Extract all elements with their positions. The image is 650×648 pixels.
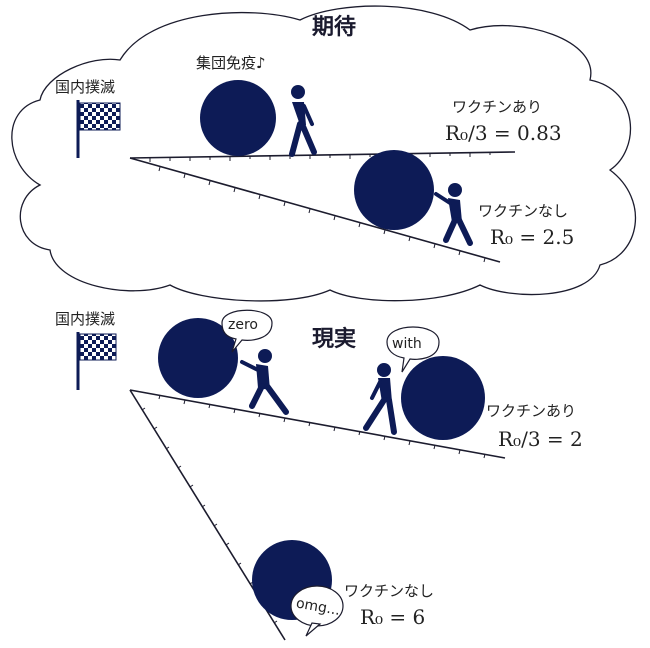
reality-with-vaccine-equation: R₀/3 = 2 [498,427,583,451]
pushing-person-icon [434,183,473,246]
ball-zero [158,318,238,398]
bubble-omg-text: omg... [295,595,342,618]
speech-bubble-zero: zero [221,309,273,353]
pushing-person-icon [240,349,289,415]
ball-with [401,356,485,440]
reality-without-vaccine-equation: R₀ = 6 [360,605,425,629]
ball-without-vaccine [354,150,434,230]
ball-with-vaccine [200,80,276,156]
walking-person-icon [363,363,397,435]
checkered-flag-icon [76,100,121,158]
reality-slope-with-vaccine [129,389,506,459]
expectation-title: 期待 [312,14,356,40]
without-vaccine-equation: R₀ = 2.5 [490,225,574,249]
checkered-flag-icon [76,332,117,390]
with-vaccine-equation: R₀/3 = 0.83 [445,121,562,145]
slope-without-vaccine [129,157,501,263]
reality-title: 現実 [312,326,356,352]
bubble-with-text: with [392,336,422,352]
goal-label: 国内撲滅 [55,78,115,96]
speech-bubble-with: with [386,326,440,373]
walking-person-icon [289,85,317,157]
with-vaccine-label: ワクチンあり [452,98,542,116]
reality-goal-label: 国内撲滅 [55,310,115,328]
herd-immunity-label: 集団免疫♪ [196,54,266,72]
thought-cloud [11,5,637,302]
reality-with-vaccine-label: ワクチンあり [486,402,576,420]
bubble-zero-text: zero [228,317,258,333]
reality-without-vaccine-label: ワクチンなし [344,582,434,600]
speech-bubble-omg: omg... [290,585,344,637]
without-vaccine-label: ワクチンなし [478,202,568,220]
